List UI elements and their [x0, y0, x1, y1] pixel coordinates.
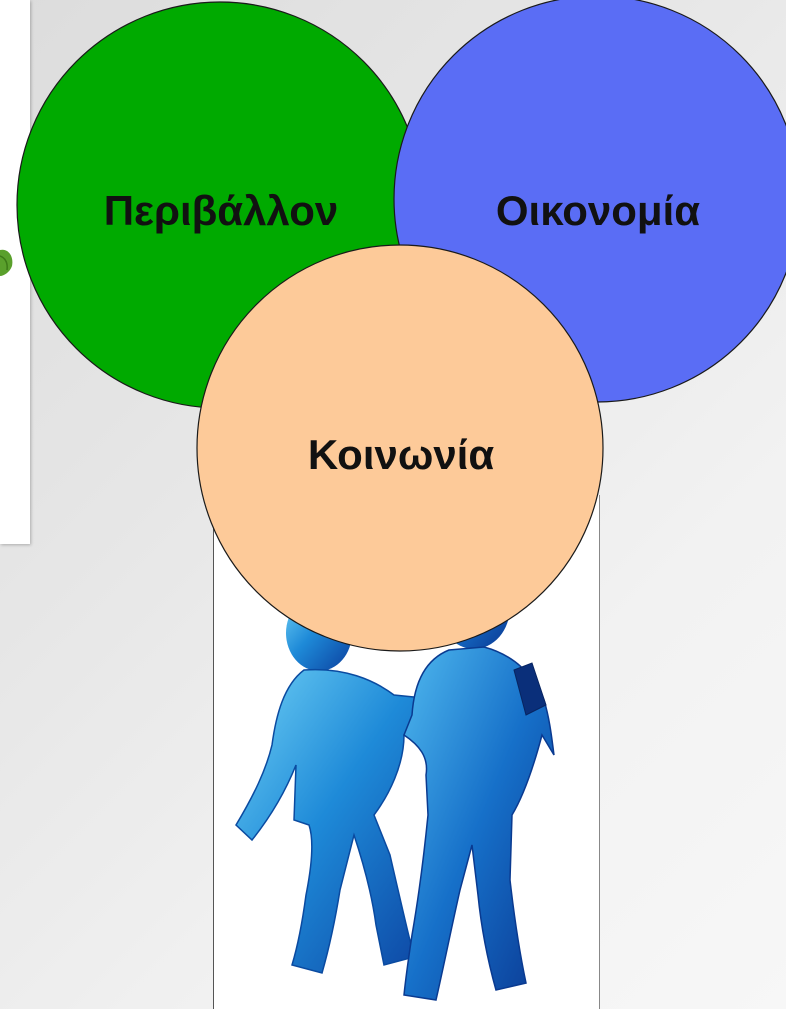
venn-label-economy: Οικονομία — [496, 187, 700, 234]
venn-label-environment: Περιβάλλον — [104, 187, 339, 234]
man-figure — [403, 565, 555, 1001]
leaf-icon — [0, 249, 13, 276]
venn-circle-environment — [16, 1, 424, 409]
left-image-panel — [0, 0, 30, 544]
woman-figure — [235, 595, 445, 974]
venn-circle-economy — [393, 0, 786, 403]
people-image-panel — [213, 495, 600, 1009]
people-walking-icon — [235, 565, 555, 1001]
venn-label-society: Κοινωνία — [308, 431, 495, 478]
